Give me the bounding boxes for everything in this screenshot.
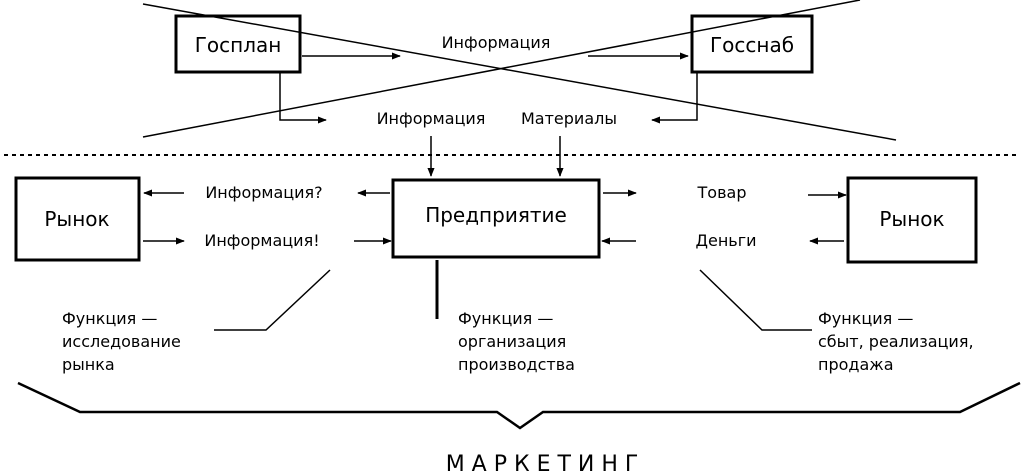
market-economy-section: Рынок Предприятие Рынок Информация? Инфо… (14, 176, 978, 331)
right-function-line-2: сбыт, реализация, (818, 332, 974, 351)
market-right-label: Рынок (879, 207, 944, 231)
market-left-label: Рынок (44, 207, 109, 231)
enterprise-box (391, 178, 601, 259)
center-function-line-3: производства (458, 355, 575, 374)
center-function-line-2: организация (458, 332, 566, 351)
gosplan-down-arrow (279, 72, 327, 124)
goods-label: Товар (697, 183, 747, 202)
right-function-line-3: продажа (818, 355, 894, 374)
function-captions: Функция — исследование рынка Функция — о… (62, 309, 974, 374)
market-right-box (846, 176, 978, 264)
market-left-box (14, 176, 141, 262)
info-question-label: Информация? (205, 183, 322, 202)
left-function-line-2: исследование (62, 332, 181, 351)
gosplan-box (174, 14, 302, 74)
left-function-line-3: рынка (62, 355, 115, 374)
marketing-label: М А Р К Е Т И Н Г (446, 452, 639, 473)
cross-line-2 (142, 0, 861, 138)
gossnab-label: Госснаб (710, 33, 794, 57)
cross-line-1 (142, 3, 897, 141)
gossnab-box (690, 14, 814, 74)
right-function-leader (699, 269, 812, 331)
left-function-line-1: Функция — (62, 309, 157, 328)
materials-label: Материалы (521, 109, 617, 128)
money-label: Деньги (695, 231, 756, 250)
enterprise-label: Предприятие (425, 203, 567, 227)
marketing-brace (17, 381, 1021, 430)
info-exclaim-label: Информация! (204, 231, 319, 250)
planned-economy-section: Госплан Госснаб Информация Информация Ма… (142, 0, 897, 177)
left-function-leader (214, 269, 331, 331)
gosplan-label: Госплан (195, 33, 282, 57)
gossnab-down-arrow (651, 72, 698, 124)
info-top-label: Информация (442, 33, 551, 52)
info-mid-label: Информация (377, 109, 486, 128)
right-function-line-1: Функция — (818, 309, 913, 328)
center-function-line-1: Функция — (458, 309, 553, 328)
